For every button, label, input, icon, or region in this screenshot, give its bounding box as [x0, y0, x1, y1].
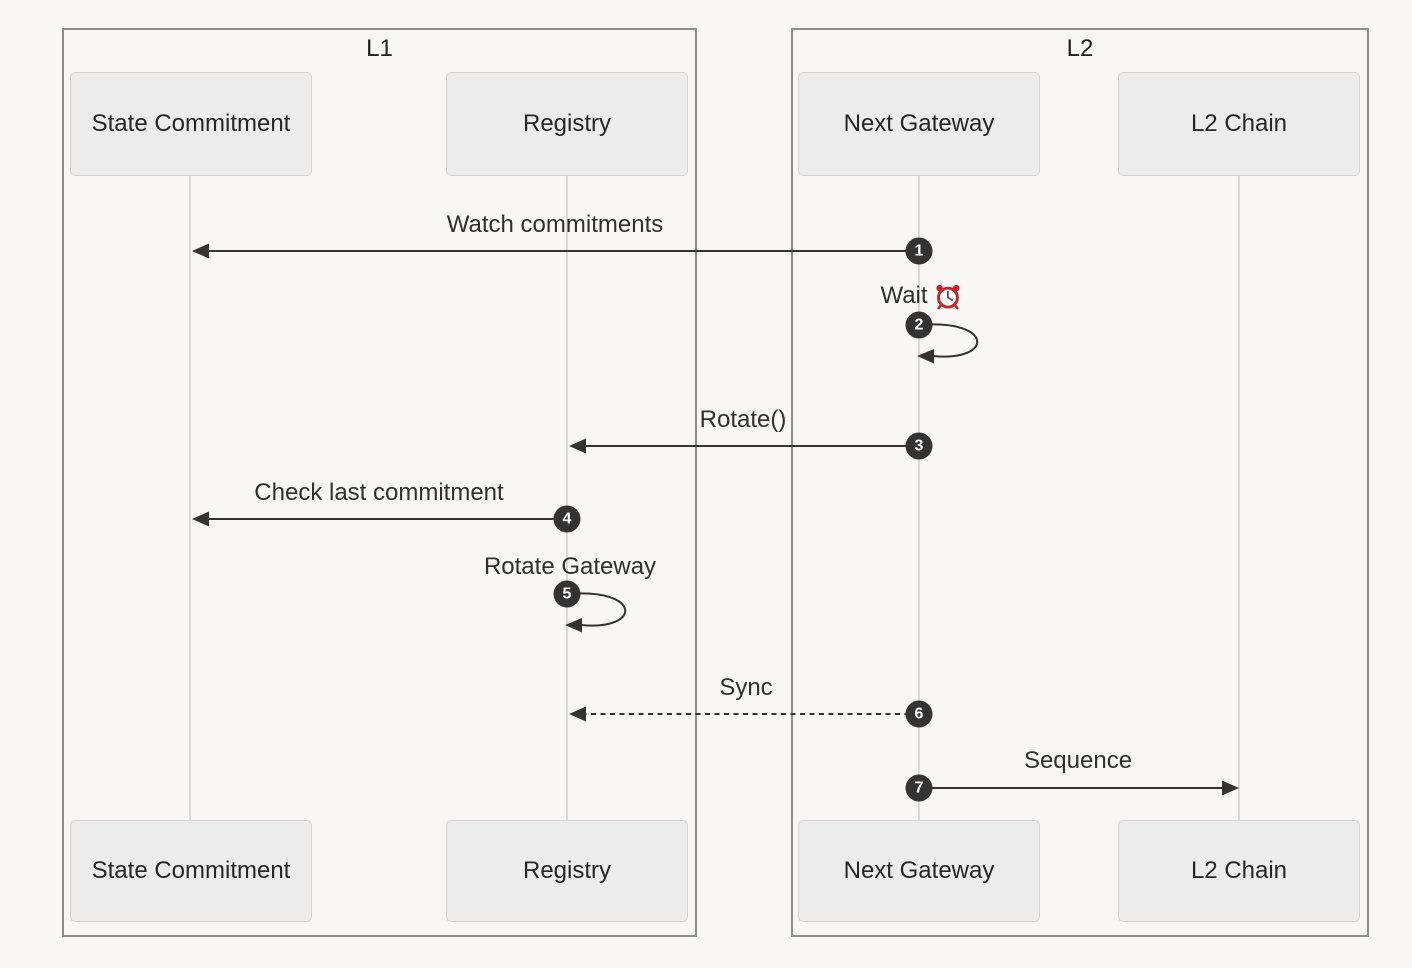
- message-label-rotate-gateway: Rotate Gateway: [483, 553, 657, 580]
- message-label-sequence: Sequence: [1023, 747, 1133, 774]
- participant-state-commitment-bottom: State Commitment: [70, 820, 312, 922]
- participant-l2-chain-bottom: L2 Chain: [1118, 820, 1360, 922]
- participant-registry-bottom: Registry: [446, 820, 688, 922]
- message-label-sync: Sync: [719, 674, 773, 701]
- participant-label: L2 Chain: [1190, 857, 1288, 884]
- message-number-2: 2: [905, 311, 933, 339]
- message-label-wait: Wait: [880, 281, 961, 311]
- participant-label: Next Gateway: [843, 110, 995, 137]
- message-label-wait-text: Wait: [880, 282, 928, 309]
- message-label-rotate: Rotate(): [699, 406, 787, 433]
- message-number-3: 3: [905, 432, 933, 460]
- lifeline-next-gateway: [918, 176, 920, 822]
- alarm-clock-icon: [936, 284, 960, 309]
- participant-label: State Commitment: [91, 110, 291, 137]
- participant-label: Next Gateway: [843, 857, 995, 884]
- message-number-1: 1: [905, 237, 933, 265]
- participant-registry-top: Registry: [446, 72, 688, 176]
- lifeline-l2-chain: [1238, 176, 1240, 822]
- lifeline-registry: [566, 176, 568, 822]
- participant-label: State Commitment: [91, 857, 291, 884]
- participant-l2-chain-top: L2 Chain: [1118, 72, 1360, 176]
- group-label-l2: L2: [1066, 35, 1094, 62]
- group-label-l1: L1: [366, 35, 393, 62]
- group-box-l2: L2: [791, 28, 1369, 937]
- participant-next-gateway-top: Next Gateway: [798, 72, 1040, 176]
- participant-label: Registry: [522, 110, 612, 137]
- message-label-check-last-commitment: Check last commitment: [254, 479, 504, 506]
- participant-next-gateway-bottom: Next Gateway: [798, 820, 1040, 922]
- message-number-5: 5: [553, 580, 581, 608]
- message-number-4: 4: [553, 505, 581, 533]
- participant-state-commitment-top: State Commitment: [70, 72, 312, 176]
- message-label-watch-commitments: Watch commitments: [446, 211, 664, 238]
- message-number-6: 6: [905, 700, 933, 728]
- participant-label: Registry: [522, 857, 612, 884]
- message-number-7: 7: [905, 774, 933, 802]
- group-box-l1: L1: [62, 28, 697, 937]
- lifeline-state-commitment: [189, 176, 191, 822]
- participant-label: L2 Chain: [1190, 110, 1288, 137]
